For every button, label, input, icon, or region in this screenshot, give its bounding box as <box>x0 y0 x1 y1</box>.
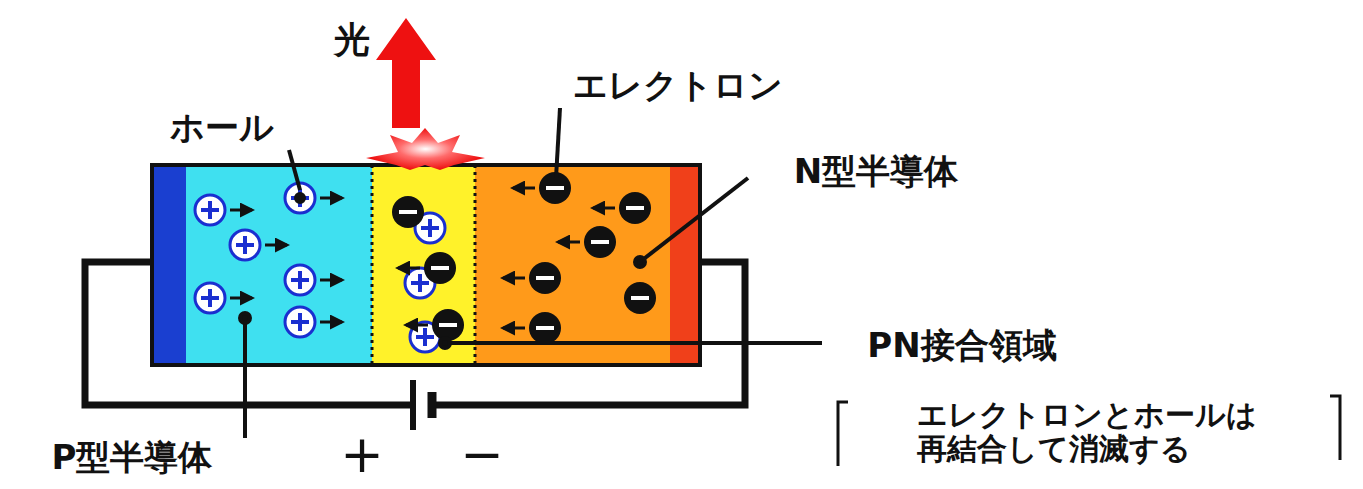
electron-arrow <box>398 267 420 270</box>
electron-arrow <box>503 327 525 330</box>
p-region <box>186 165 372 365</box>
cathode-electrode <box>670 165 700 365</box>
electron-arrow <box>503 277 525 280</box>
hole-arrow <box>320 279 342 282</box>
hole <box>285 307 315 337</box>
p-type-label: P型半導体 <box>52 438 213 477</box>
n-type-label: N型半導体 <box>794 152 958 191</box>
hole <box>285 265 315 295</box>
hole-arrow <box>265 244 287 247</box>
recombination-note: エレクトロンとホールは 再結合して消滅する <box>917 398 1259 467</box>
electron-label: エレクトロン <box>573 66 783 105</box>
junction-label: PN接合領域 <box>867 326 1056 365</box>
leader-line <box>240 108 822 438</box>
anode-electrode <box>152 165 186 365</box>
electron <box>432 309 464 341</box>
hole-arrow <box>230 297 252 300</box>
hole <box>195 195 225 225</box>
electron <box>424 252 456 284</box>
hole-arrow <box>230 209 252 212</box>
junction-region <box>372 165 475 365</box>
electron <box>584 226 616 258</box>
electron <box>392 196 424 228</box>
light-arrow <box>376 18 436 128</box>
electron <box>624 282 656 314</box>
electron-arrow <box>513 187 535 190</box>
n-region <box>475 165 670 365</box>
junction-boundary <box>372 165 475 365</box>
battery-minus: − <box>460 425 504 485</box>
electron-arrow <box>558 241 580 244</box>
device-outline <box>152 165 700 365</box>
hole <box>230 230 260 260</box>
electron-arrow <box>406 324 428 327</box>
hole-arrow <box>320 321 342 324</box>
hole-label: ホール <box>170 108 274 147</box>
light-label: 光 <box>334 19 370 60</box>
light-burst <box>366 128 485 170</box>
hole-arrow <box>320 197 342 200</box>
battery-plus: + <box>340 425 384 485</box>
electron-arrow <box>593 207 615 210</box>
battery-symbol <box>413 380 432 430</box>
hole <box>195 283 225 313</box>
note-bracket <box>838 396 1340 466</box>
electron <box>529 262 561 294</box>
carriers <box>195 172 656 352</box>
electron <box>619 192 651 224</box>
electron <box>529 312 561 344</box>
